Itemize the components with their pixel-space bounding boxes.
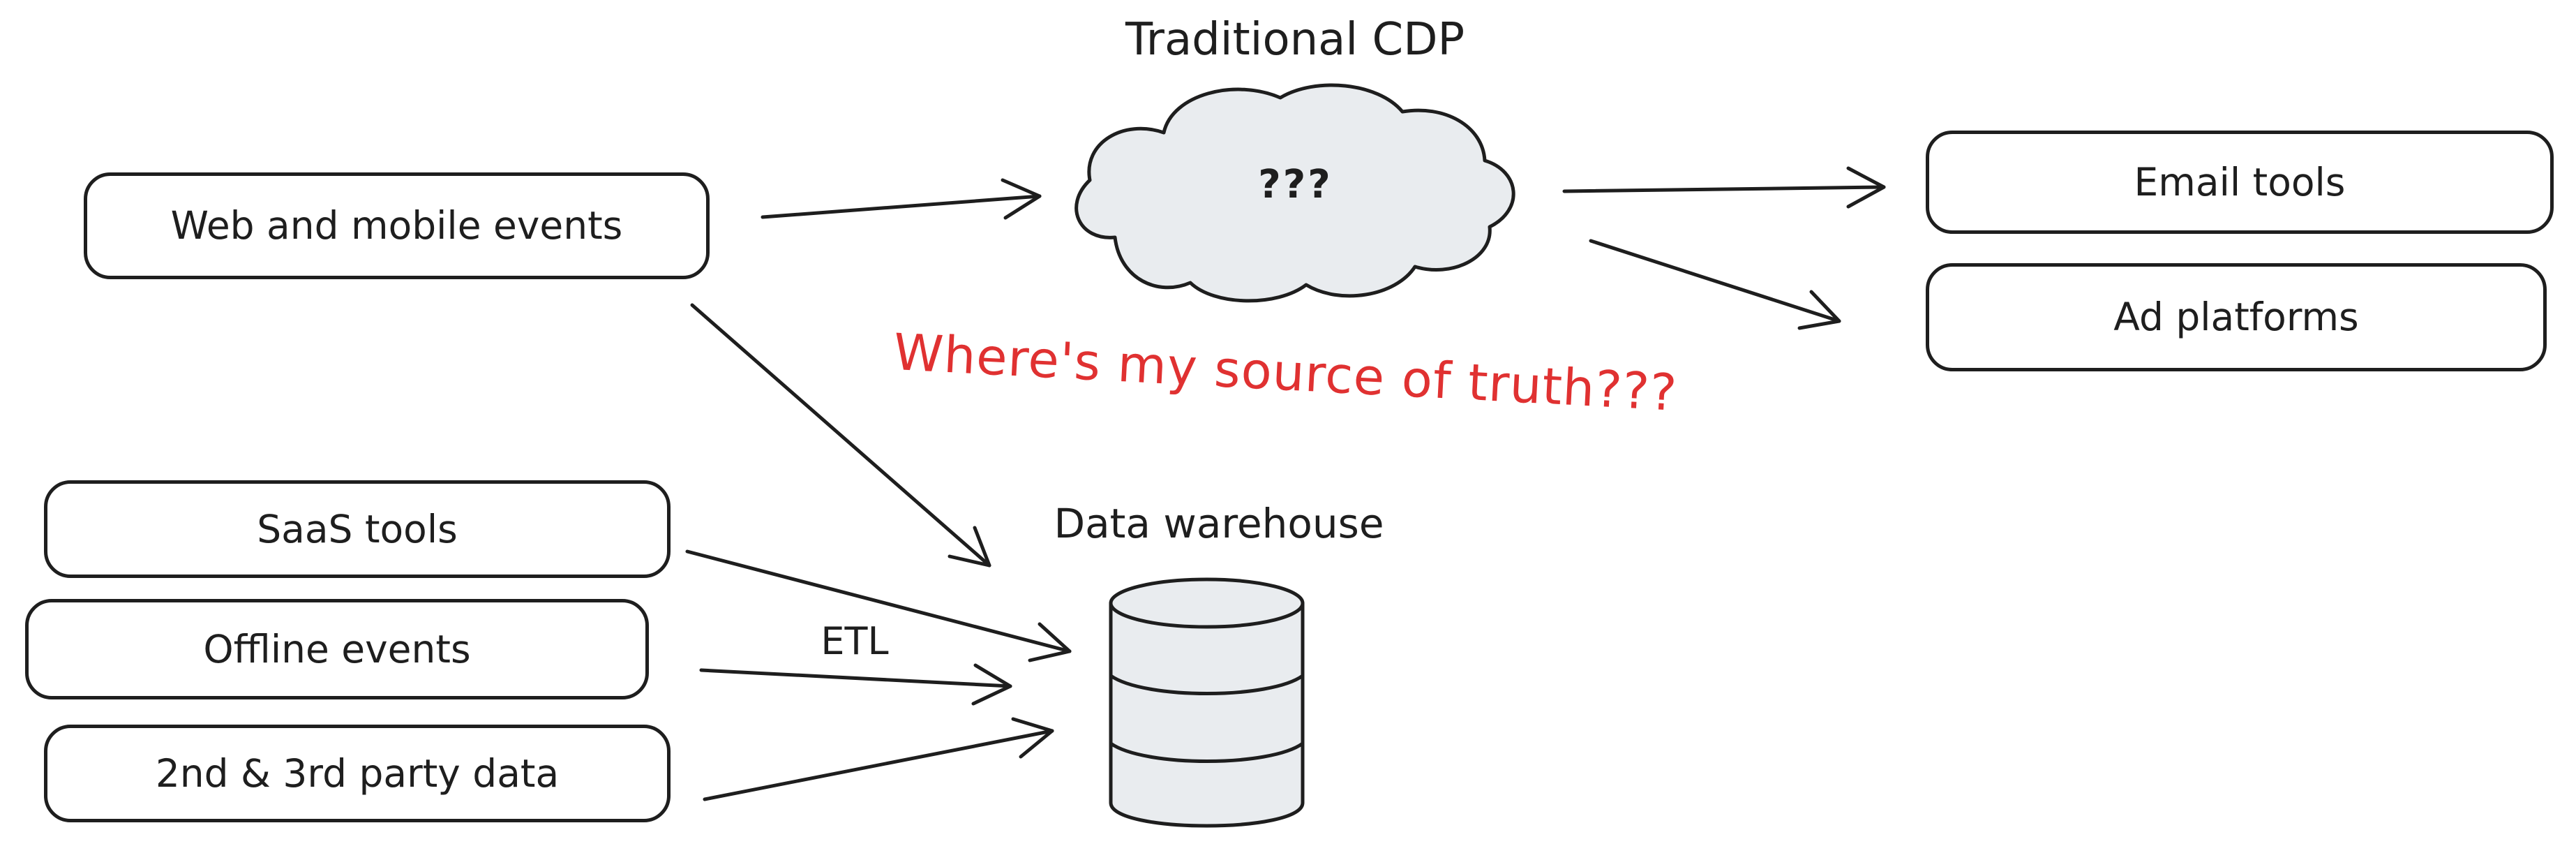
node-offline-events: Offline events [25,599,649,699]
arrow-web-to-cloud [761,178,1042,220]
arrow-web-to-warehouse [690,303,991,568]
warehouse-label: Data warehouse [1054,500,1384,547]
database-cylinder-icon [1109,577,1305,828]
node-2nd-3rd-party-data: 2nd & 3rd party data [44,725,671,822]
node-email-tools: Email tools [1926,131,2554,234]
arrow-offline-to-warehouse [699,663,1012,706]
cloud-shape [1074,83,1515,303]
diagram-title: Traditional CDP [1125,14,1465,66]
arrow-saas-to-warehouse [685,549,1072,662]
arrow-cloud-to-email [1562,166,1886,209]
arrow-cloud-to-ad [1589,239,1841,330]
arrow-party-to-warehouse [703,717,1054,801]
cloud-question-text: ??? [1258,161,1333,207]
etl-label: ETL [821,618,889,663]
node-ad-platforms: Ad platforms [1926,263,2547,371]
node-saas-tools: SaaS tools [44,480,671,578]
node-web-and-mobile-events: Web and mobile events [84,172,710,279]
